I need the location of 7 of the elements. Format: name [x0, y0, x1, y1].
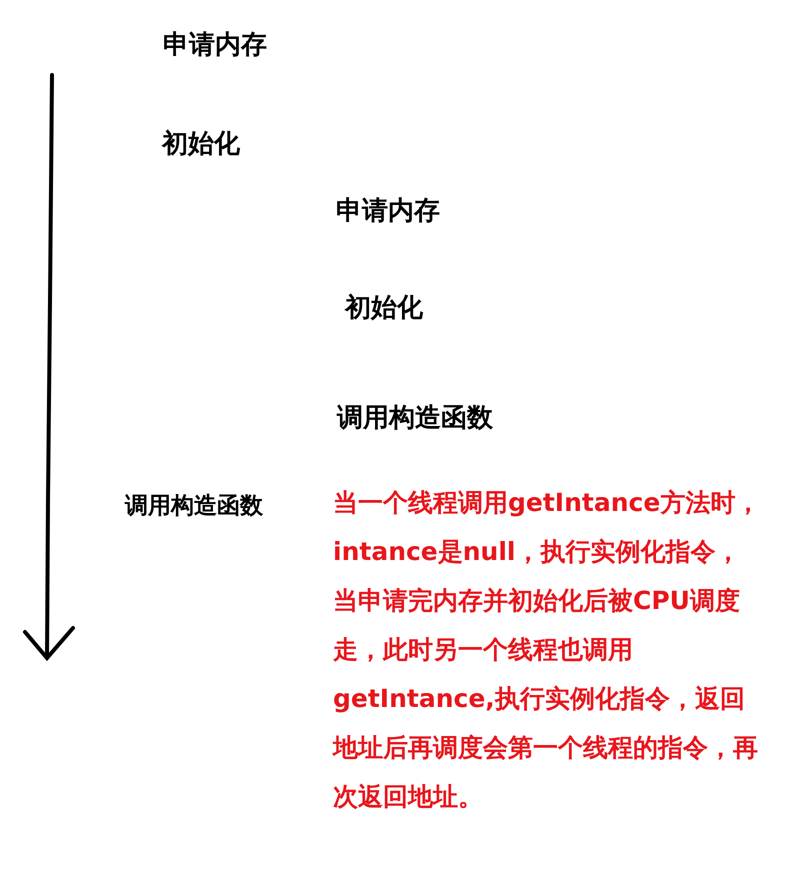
step-label: 调用构造函数 [125, 492, 263, 521]
note-paragraph: 当一个线程调用getIntance方法时，intance是null，执行实例化指令，当申请完内存并初始化后被CPU调度走，此时另一个线程也调用getIntance,执行实例化指令，返回地址后再调度会第一个线程的指令，再次返回地址。 [333, 487, 762, 813]
step-label: 初始化 [345, 292, 423, 325]
step-label: 初始化 [162, 128, 240, 161]
step-label: 申请内存 [163, 29, 267, 62]
step-label: 调用构造函数 [337, 402, 493, 435]
step-label: 申请内存 [336, 195, 440, 228]
